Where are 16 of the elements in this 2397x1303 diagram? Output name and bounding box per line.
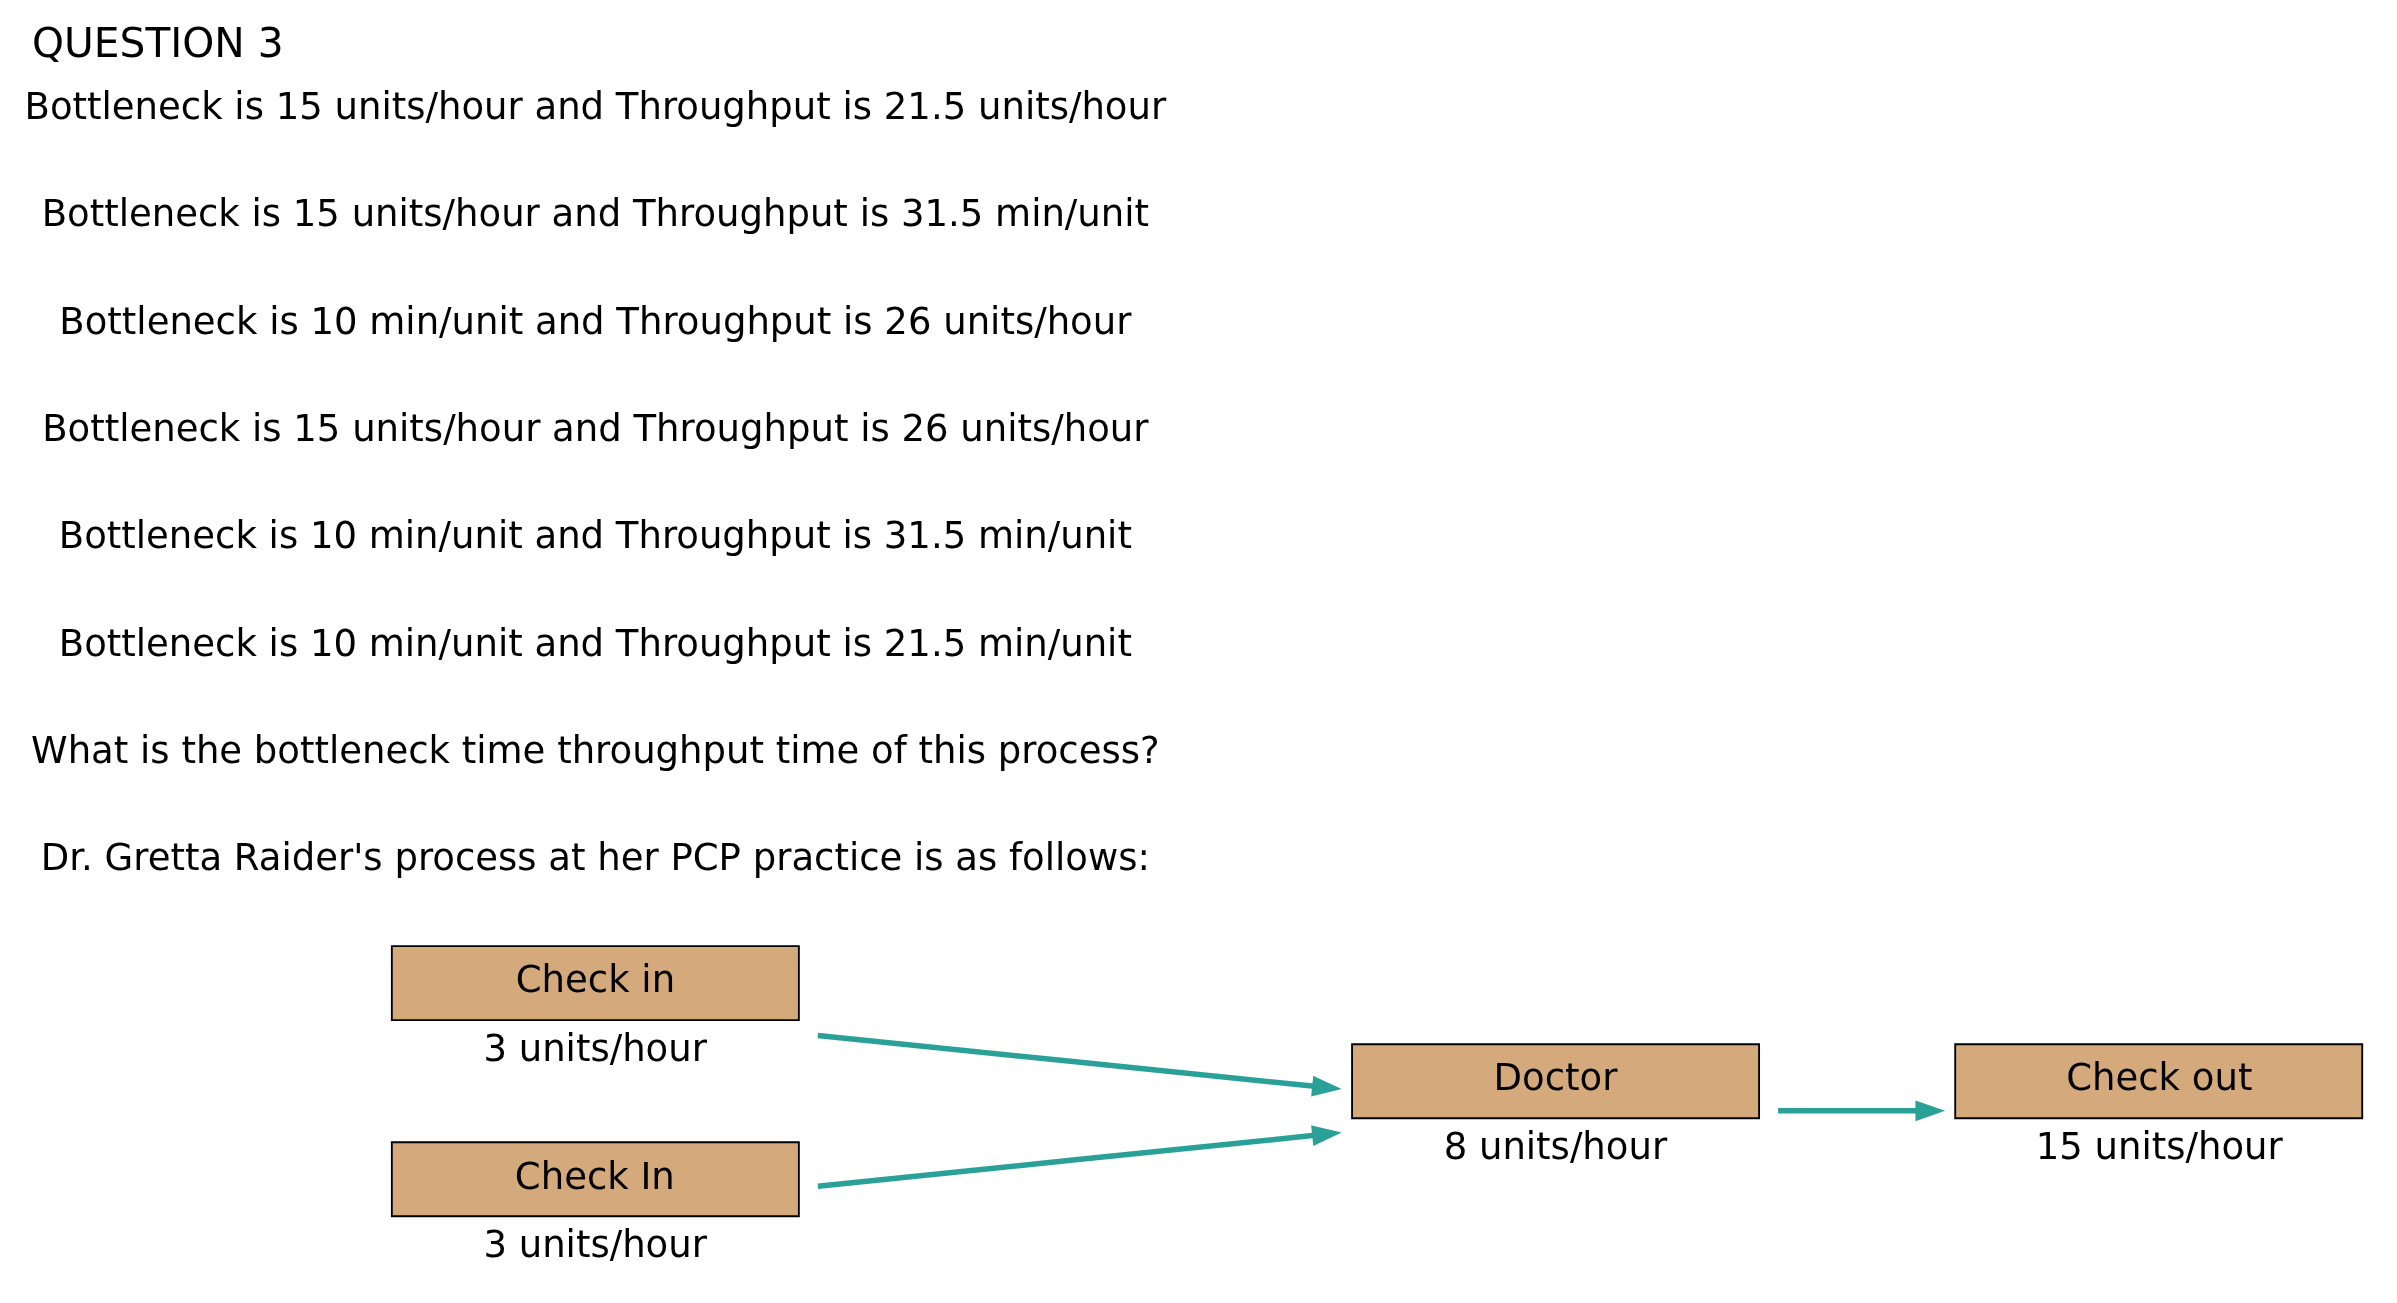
diagram-title: QUESTION 3 xyxy=(32,18,284,67)
node-label: 8 units/hour xyxy=(1443,1124,1668,1168)
arrow xyxy=(817,1124,1342,1189)
arrow xyxy=(817,1032,1342,1096)
label: Bottleneck is 15 units/hour and Throughput is 31.5 min/unit xyxy=(41,191,1150,235)
arrow xyxy=(1778,1099,1946,1121)
label: Bottleneck is 10 min/unit and Throughput is 21.5 min/unit xyxy=(58,621,1132,665)
node-label: 3 units/hour xyxy=(483,1222,707,1266)
label: Dr. Gretta Raider's process at her PCP practice is as follows: xyxy=(40,835,1150,879)
label: Bottleneck is 15 units/hour and Throughput is 21.5 units/hour xyxy=(24,84,1167,128)
label: What is the bottleneck time throughput time of this process? xyxy=(31,728,1160,772)
label: Bottleneck is 10 min/unit and Throughput is 26 units/hour xyxy=(59,299,1132,343)
node-label: 15 units/hour xyxy=(2035,1124,2283,1168)
label: Bottleneck is 10 min/unit and Throughput is 31.5 min/unit xyxy=(58,513,1132,557)
label: Bottleneck is 15 units/hour and Throughput is 26 units/hour xyxy=(42,406,1149,450)
node-label: 3 units/hour xyxy=(483,1026,707,1070)
